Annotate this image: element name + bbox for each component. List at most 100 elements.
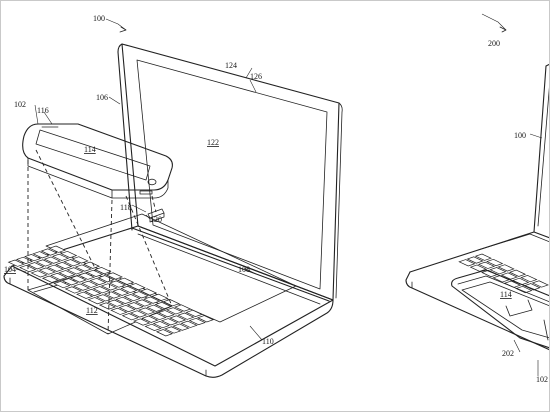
key (64, 286, 82, 294)
key (126, 302, 144, 310)
key (128, 283, 146, 291)
label-200: 200 (488, 39, 500, 48)
label-102-right: 102 (536, 375, 548, 384)
label-124: 124 (225, 61, 237, 70)
phone-port (139, 190, 153, 195)
label-116: 116 (37, 106, 49, 115)
key (489, 267, 507, 275)
key (486, 258, 504, 267)
key (138, 307, 156, 315)
key (123, 294, 141, 302)
key (157, 310, 175, 318)
key (466, 256, 484, 264)
key (523, 283, 541, 291)
key (196, 315, 215, 323)
key (154, 301, 172, 310)
key (131, 291, 149, 299)
label-122: 122 (207, 138, 219, 147)
projection-lines (27, 149, 173, 335)
key (27, 262, 45, 270)
key (71, 256, 89, 264)
key (112, 288, 130, 296)
dock-connector (147, 208, 165, 223)
label-100: 100 (93, 14, 105, 23)
key (30, 270, 48, 278)
key (98, 302, 117, 310)
key (86, 269, 104, 277)
key (117, 277, 135, 285)
key (51, 253, 70, 261)
key (24, 254, 42, 262)
key (74, 264, 92, 272)
laptop-lid (117, 43, 343, 301)
key (41, 275, 60, 283)
key (76, 291, 94, 299)
label-114-right: 114 (500, 290, 512, 299)
key (60, 250, 78, 259)
label-114: 114 (84, 145, 96, 154)
key (139, 288, 158, 296)
key (95, 294, 113, 302)
key (520, 275, 538, 283)
key (105, 272, 123, 280)
key (515, 285, 533, 294)
phone-device (22, 123, 173, 199)
key (103, 291, 122, 299)
key (84, 288, 102, 297)
key (155, 329, 174, 337)
key (61, 278, 79, 286)
key (87, 297, 105, 305)
key (458, 259, 476, 267)
key (35, 259, 53, 267)
key (55, 261, 73, 270)
key (92, 286, 110, 294)
key (107, 299, 125, 307)
key (63, 259, 81, 267)
key (188, 317, 206, 326)
key (497, 264, 515, 272)
laptop-base (3, 213, 334, 378)
key (160, 318, 179, 326)
key (146, 304, 164, 312)
key (53, 281, 71, 289)
key (508, 269, 527, 277)
key (82, 261, 101, 269)
key (172, 323, 190, 331)
key (143, 296, 161, 304)
label-118: 118 (120, 203, 132, 212)
key (89, 277, 107, 286)
key (134, 299, 153, 307)
key (133, 318, 151, 326)
key (164, 326, 182, 334)
phone-screen (35, 129, 151, 181)
key (72, 283, 91, 291)
key (66, 267, 84, 275)
display-screen (136, 59, 328, 290)
key (151, 293, 169, 301)
key (58, 270, 76, 278)
key (46, 264, 65, 272)
key (120, 285, 138, 294)
label-202: 202 (502, 349, 514, 358)
key (141, 315, 159, 323)
label-106: 106 (96, 93, 108, 102)
key (165, 307, 184, 315)
key (115, 296, 133, 304)
key (38, 267, 56, 275)
label-126: 126 (250, 72, 262, 81)
phone-in-cavity (461, 281, 550, 339)
key (118, 304, 136, 313)
key (531, 280, 549, 288)
label-108: 108 (238, 265, 250, 274)
home-button-icon (147, 178, 157, 186)
key (149, 312, 167, 321)
key (32, 251, 50, 259)
key (69, 275, 87, 283)
key (177, 312, 195, 320)
label-102: 102 (14, 100, 26, 109)
key (48, 245, 66, 253)
key (162, 299, 180, 307)
key (185, 309, 203, 317)
key (144, 323, 162, 331)
